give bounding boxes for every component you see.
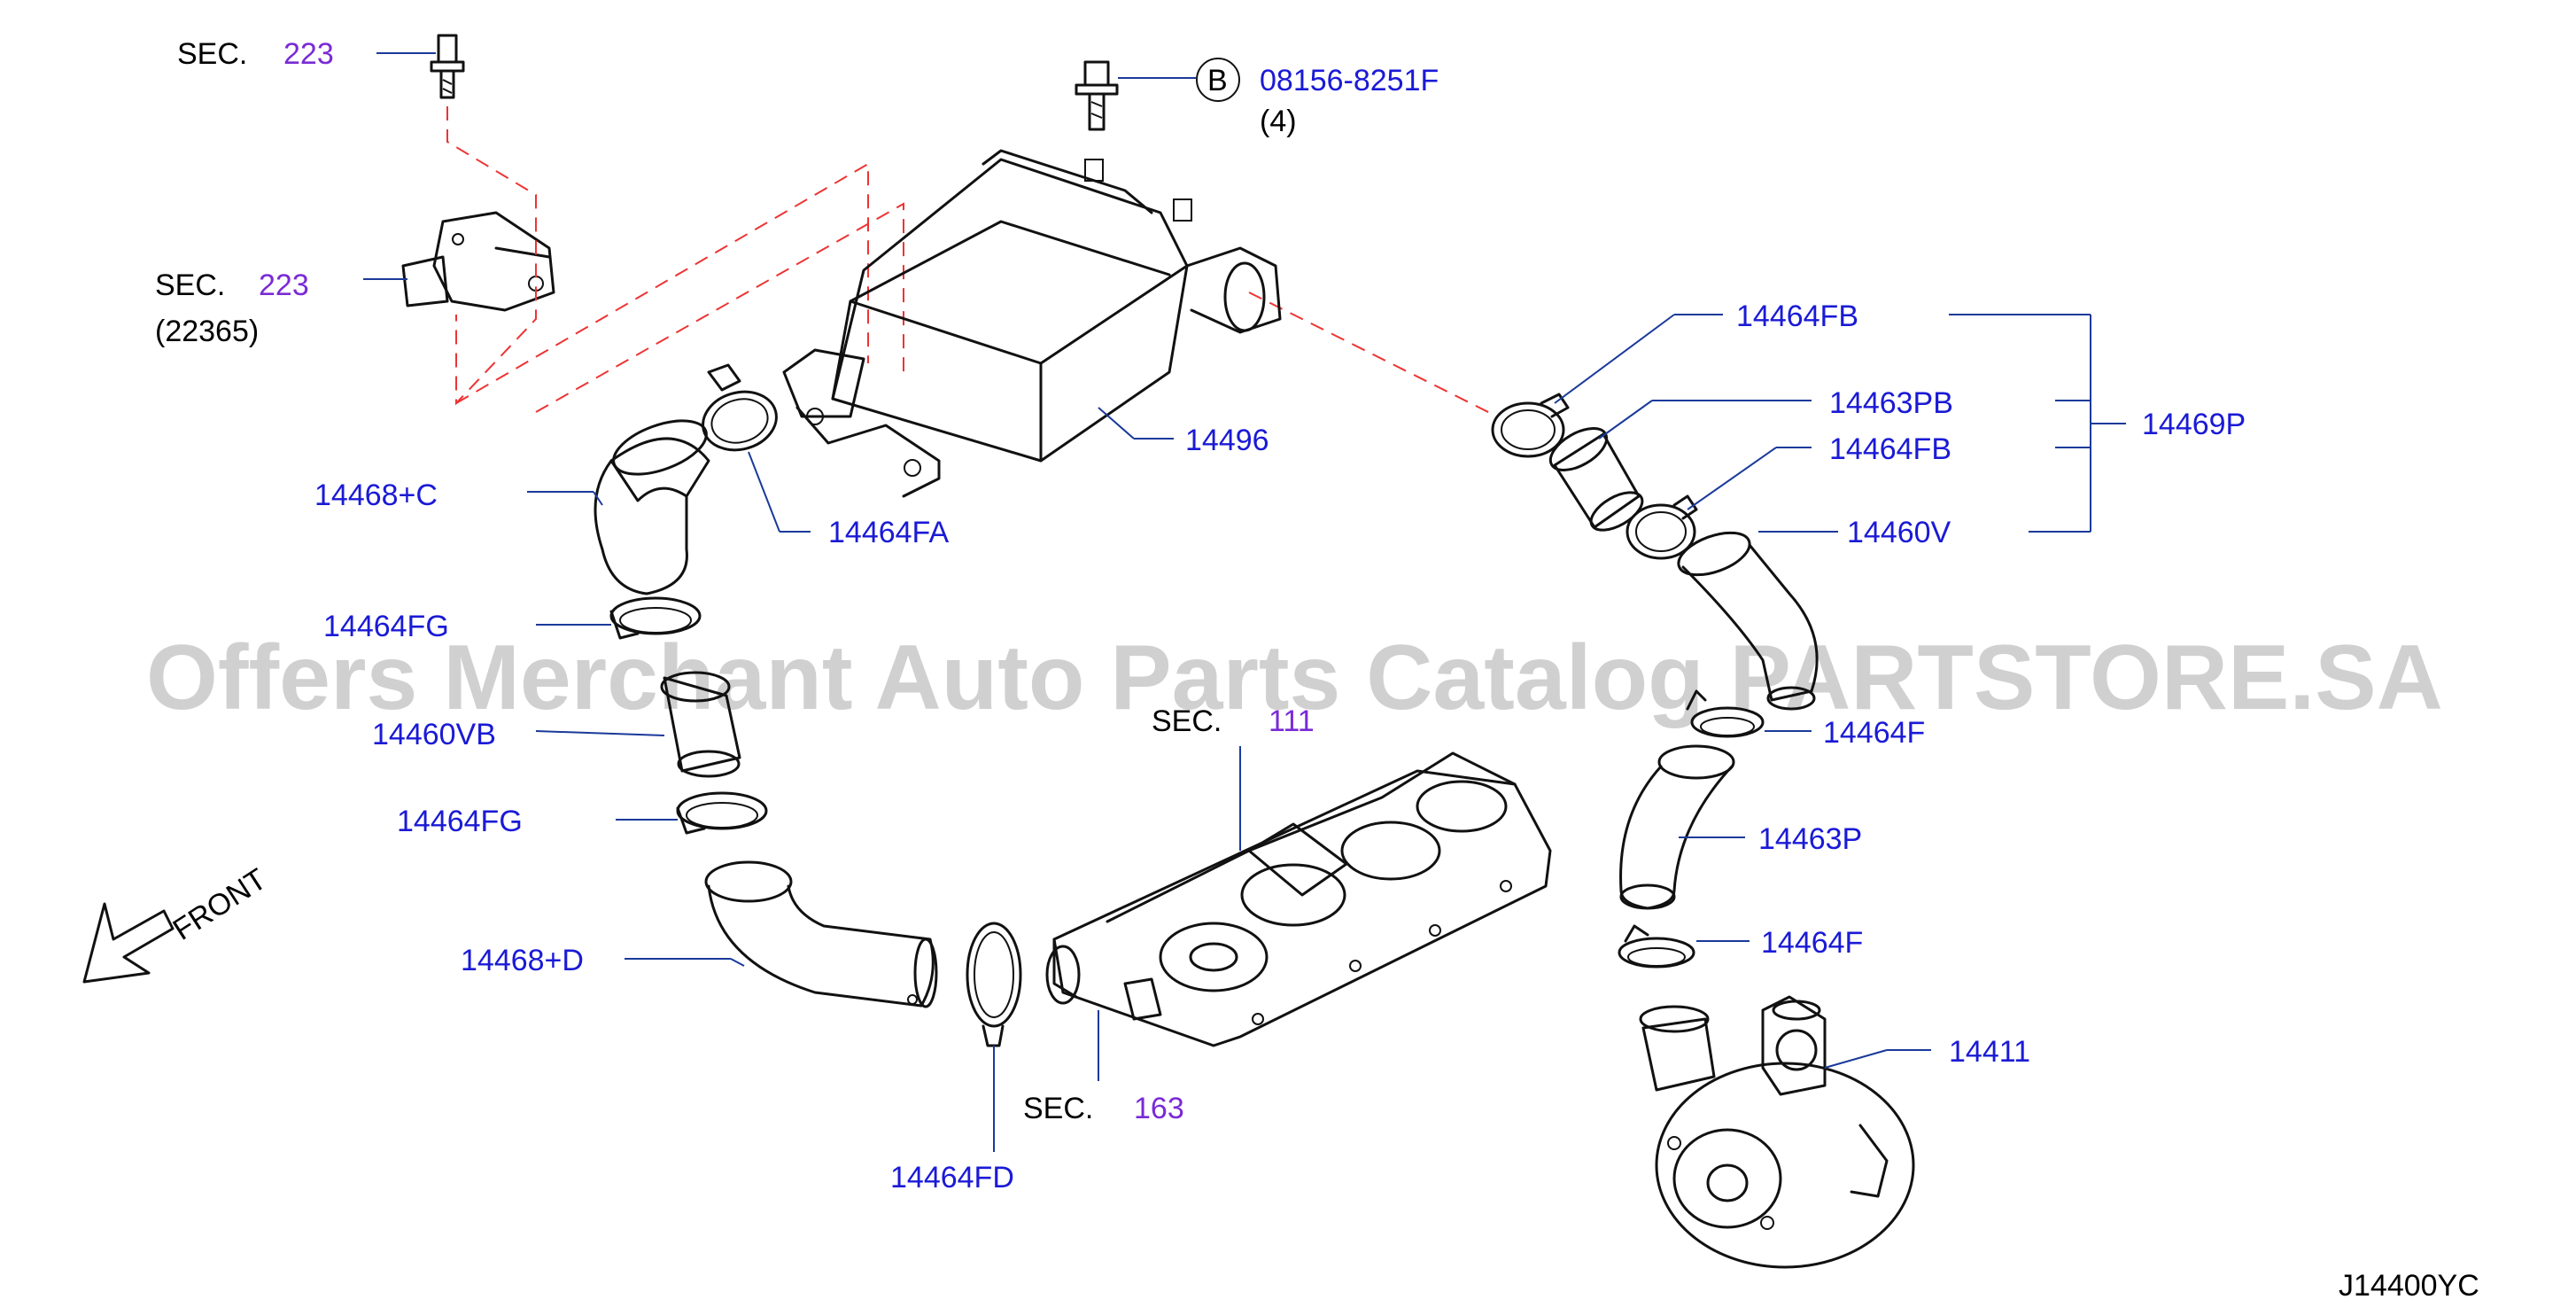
label-14464FB-mid[interactable]: 14464FB [1829, 432, 1951, 466]
label-14496[interactable]: 14496 [1185, 424, 1269, 457]
sensor-bolt [430, 34, 465, 99]
label-14468D[interactable]: 14468+D [461, 944, 584, 977]
sec-223-mid-number[interactable]: 223 [259, 268, 309, 302]
sec-111-prefix: SEC. [1152, 704, 1222, 738]
clamp-14464F-top [1686, 689, 1765, 738]
label-14460V[interactable]: 14460V [1847, 516, 1951, 549]
hose-14468D [704, 860, 938, 1008]
bolt-qty: (4) [1260, 105, 1297, 138]
sec-223-mid-note: (22365) [155, 315, 259, 348]
label-14464FD[interactable]: 14464FD [890, 1161, 1014, 1194]
label-14464FG-top[interactable]: 14464FG [323, 610, 449, 643]
label-14411[interactable]: 14411 [1949, 1035, 2030, 1069]
bracket-14469P [1949, 314, 2126, 533]
label-08156-8251F[interactable]: 08156-8251F [1260, 64, 1439, 97]
sec-223-top-number[interactable]: 223 [283, 37, 334, 71]
sec-163-prefix: SEC. [1023, 1092, 1093, 1125]
front-label: FRONT [167, 862, 273, 947]
clamp-14464FD [966, 922, 1022, 1047]
sec-163-number[interactable]: 163 [1134, 1092, 1184, 1125]
engine-cover [1045, 751, 1552, 1047]
bolt-b-letter: B [1207, 64, 1228, 97]
label-14464F-top[interactable]: 14464F [1823, 716, 1925, 750]
hose-14468C [594, 419, 710, 595]
clamp-14464FG-top [609, 596, 702, 640]
intercooler-bolt [1075, 60, 1119, 131]
hose-14463P [1619, 744, 1735, 910]
label-14464FA[interactable]: 14464FA [828, 516, 949, 549]
label-14464FB-top[interactable]: 14464FB [1736, 300, 1858, 333]
clamp-14464FB-mid [1626, 494, 1698, 560]
sec-223-mid-prefix: SEC. [155, 268, 225, 302]
sleeve-14460VB [660, 671, 741, 778]
front-arrow-icon [82, 902, 175, 984]
sec-111-number[interactable]: 111 [1269, 704, 1315, 738]
label-14463PB[interactable]: 14463PB [1829, 386, 1953, 420]
label-14460VB[interactable]: 14460VB [372, 718, 496, 751]
clamp-14464F-bot [1618, 924, 1695, 969]
label-14464F-bot[interactable]: 14464F [1761, 926, 1863, 960]
intercooler [782, 149, 1282, 498]
watermark-text: Offers Merchant Auto Parts Catalog PARTS… [146, 626, 2443, 729]
sec-223-top-prefix: SEC. [177, 37, 247, 71]
label-14464FG-bot[interactable]: 14464FG [397, 805, 523, 838]
hose-14463PB [1548, 427, 1644, 532]
hose-14460V [1677, 531, 1819, 711]
bolt-b-circle [1196, 58, 1240, 102]
clamp-14464FB-top [1491, 393, 1570, 458]
label-14469P[interactable]: 14469P [2142, 408, 2246, 441]
pressure-sensor [401, 211, 555, 312]
turbocharger [1639, 995, 1915, 1269]
clamp-14464FA [702, 363, 778, 452]
diagram-code: J14400YC [2339, 1269, 2479, 1303]
clamp-14464FG-bot [676, 791, 768, 835]
label-14463P[interactable]: 14463P [1758, 822, 1862, 856]
label-14468C[interactable]: 14468+C [314, 479, 438, 512]
